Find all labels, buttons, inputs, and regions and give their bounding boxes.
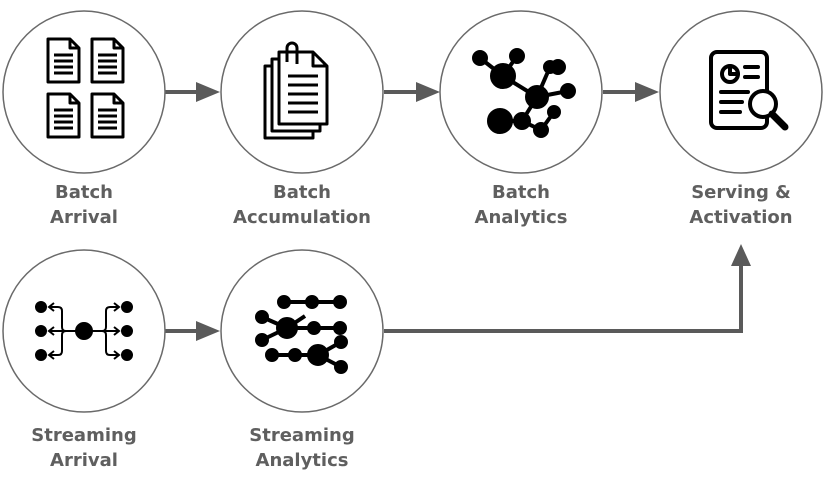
fan-out-icon [35,301,133,361]
label-line-2: Accumulation [233,207,371,228]
network-graph-icon [472,48,576,138]
node-circle-batch-arrival [2,10,166,174]
label-streaming-analytics: Streaming Analytics [212,423,392,473]
label-serving-activation: Serving & Activation [651,180,830,230]
arrow-accumulation-to-analytics [384,82,440,102]
label-line-2: Arrival [50,207,118,228]
report-search-icon [709,50,789,131]
label-line-1: Batch [55,182,113,203]
label-batch-arrival: Batch Arrival [0,180,174,230]
node-circle-batch-analytics [439,10,603,174]
arrow-streaming-arrival-to-analytics [165,321,220,341]
label-line-1: Streaming [31,425,137,446]
label-line-1: Streaming [249,425,355,446]
stream-lines-icon [255,295,348,374]
documents-icon [46,37,125,139]
arrow-streaming-analytics-to-serving [384,244,751,333]
label-line-2: Activation [689,207,793,228]
arrow-analytics-to-serving [603,82,659,102]
arrow-batch-arrival-to-accumulation [165,82,220,102]
label-line-1: Batch [273,182,331,203]
label-batch-accumulation: Batch Accumulation [212,180,392,230]
label-line-1: Batch [492,182,550,203]
node-circle-streaming-analytics [220,249,384,413]
label-line-1: Serving & [691,182,791,203]
label-line-2: Analytics [255,450,349,471]
label-line-2: Analytics [474,207,568,228]
label-streaming-arrival: Streaming Arrival [0,423,174,473]
document-stack-icon [263,41,329,140]
label-batch-analytics: Batch Analytics [431,180,611,230]
label-line-2: Arrival [50,450,118,471]
